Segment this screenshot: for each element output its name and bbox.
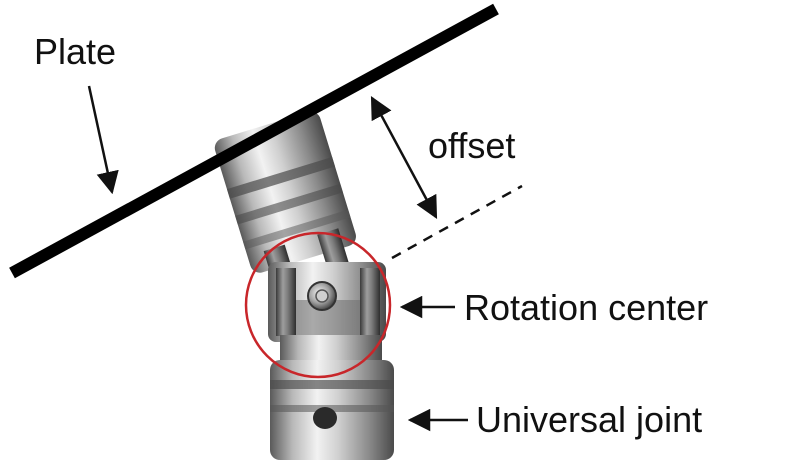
joint-center-block	[268, 262, 386, 342]
set-screw-hole	[313, 407, 337, 429]
offset-reference-line	[391, 184, 523, 260]
offset-arrow	[370, 96, 438, 219]
rotation-center-label: Rotation center	[464, 287, 708, 328]
plate-label: Plate	[34, 31, 116, 72]
lower-shaft	[270, 335, 394, 460]
offset-label: offset	[428, 125, 515, 166]
plate-pointer-arrow	[87, 85, 119, 195]
rotation-center-circle	[244, 231, 392, 379]
universal-joint-label: Universal joint	[476, 399, 702, 440]
plate-bar	[9, 3, 499, 279]
